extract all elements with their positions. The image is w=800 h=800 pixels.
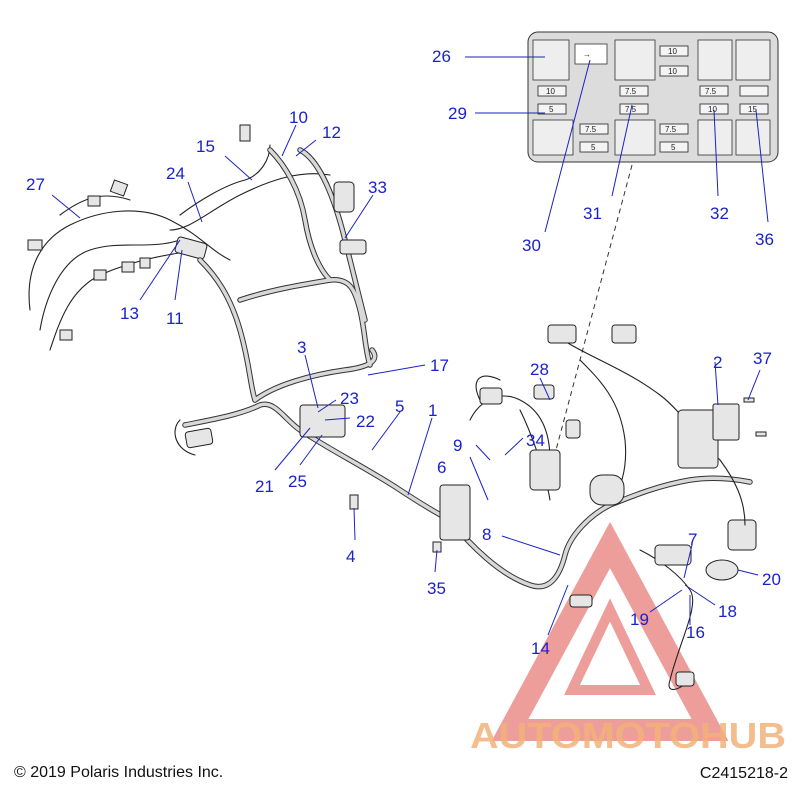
watermark-logo bbox=[491, 521, 729, 741]
callout-32: 32 bbox=[710, 204, 729, 223]
fuse-7-5b: 7.5 bbox=[619, 103, 649, 115]
callout-17: 17 bbox=[430, 356, 449, 375]
svg-text:AUTOMOTOHUB: AUTOMOTOHUB bbox=[470, 715, 786, 756]
fuse-10b: 10 bbox=[659, 65, 689, 77]
svg-text:10: 10 bbox=[668, 67, 677, 76]
callout-36: 36 bbox=[755, 230, 774, 249]
fuse-7-5c: 7.5 bbox=[579, 123, 609, 135]
fuse-7-5d: 7.5 bbox=[659, 123, 689, 135]
callout-3: 3 bbox=[297, 338, 306, 357]
callout-23: 23 bbox=[340, 389, 359, 408]
svg-text:5: 5 bbox=[671, 143, 676, 152]
callout-18: 18 bbox=[718, 602, 737, 621]
central-modules bbox=[299, 324, 757, 690]
watermark-text: AUTOMOTOHUB bbox=[470, 715, 786, 756]
callout-26: 26 bbox=[432, 47, 451, 66]
svg-text:10: 10 bbox=[546, 87, 555, 96]
fuse-10c: 10 bbox=[537, 85, 567, 97]
callout-10: 10 bbox=[289, 108, 308, 127]
callout-27: 27 bbox=[26, 175, 45, 194]
callout-33: 33 bbox=[368, 178, 387, 197]
callout-9: 9 bbox=[453, 436, 462, 455]
callout-20: 20 bbox=[762, 570, 781, 589]
svg-text:→: → bbox=[583, 50, 591, 59]
copyright-notice: © 2019 Polaris Industries Inc. bbox=[14, 764, 224, 781]
callout-22: 22 bbox=[356, 412, 375, 431]
callout-12: 12 bbox=[322, 123, 341, 142]
callout-6: 6 bbox=[437, 458, 446, 477]
svg-text:5: 5 bbox=[591, 143, 596, 152]
callout-15: 15 bbox=[196, 137, 215, 156]
callout-5: 5 bbox=[395, 397, 404, 416]
svg-text:7.5: 7.5 bbox=[625, 87, 637, 96]
svg-text:10: 10 bbox=[668, 47, 677, 56]
callout-13: 13 bbox=[120, 304, 139, 323]
callout-1: 1 bbox=[428, 401, 437, 420]
fuse-10a: 10 bbox=[659, 45, 689, 57]
callout-34: 34 bbox=[526, 431, 545, 450]
main-harness-loops bbox=[174, 147, 753, 590]
fuse-box-inset: → 10 10 10 5 7.5 7.5 7.5 5 7.5 5 7.5 10 … bbox=[527, 31, 779, 163]
front-harness bbox=[27, 124, 331, 351]
callout-11: 11 bbox=[166, 309, 184, 328]
svg-text:10: 10 bbox=[708, 105, 717, 114]
loose-parts bbox=[349, 397, 767, 553]
callout-7: 7 bbox=[688, 530, 697, 549]
callout-8: 8 bbox=[482, 525, 491, 544]
callout-14: 14 bbox=[531, 639, 550, 658]
callout-16: 16 bbox=[686, 623, 705, 642]
fuse-7-5a: 7.5 bbox=[619, 85, 649, 97]
fuse-15: 15 bbox=[739, 103, 769, 115]
callout-29: 29 bbox=[448, 104, 467, 123]
callout-labels: 1 2 3 4 5 6 7 8 9 10 11 12 13 14 15 16 1… bbox=[26, 47, 781, 658]
svg-text:7.5: 7.5 bbox=[665, 125, 677, 134]
fuse-5a: 5 bbox=[537, 103, 567, 115]
fuse-5c: 5 bbox=[659, 141, 689, 153]
svg-text:7.5: 7.5 bbox=[705, 87, 717, 96]
figure-id: C2415218-2 bbox=[699, 765, 788, 782]
callout-19: 19 bbox=[630, 610, 649, 629]
callout-24: 24 bbox=[166, 164, 185, 183]
callout-31: 31 bbox=[583, 204, 602, 223]
leader-lines bbox=[51, 56, 769, 636]
inset-leader-dashed bbox=[547, 164, 633, 481]
callout-4: 4 bbox=[346, 547, 355, 566]
callout-2: 2 bbox=[713, 353, 722, 372]
svg-text:15: 15 bbox=[748, 105, 757, 114]
callout-37: 37 bbox=[753, 349, 772, 368]
callout-28: 28 bbox=[530, 360, 549, 379]
callout-35: 35 bbox=[427, 579, 446, 598]
fuse-7-5e: 7.5 bbox=[699, 85, 729, 97]
fuse-5b: 5 bbox=[579, 141, 609, 153]
svg-text:7.5: 7.5 bbox=[585, 125, 597, 134]
callout-25: 25 bbox=[288, 472, 307, 491]
svg-text:5: 5 bbox=[549, 105, 554, 114]
callout-30: 30 bbox=[522, 236, 541, 255]
callout-21: 21 bbox=[255, 477, 274, 496]
